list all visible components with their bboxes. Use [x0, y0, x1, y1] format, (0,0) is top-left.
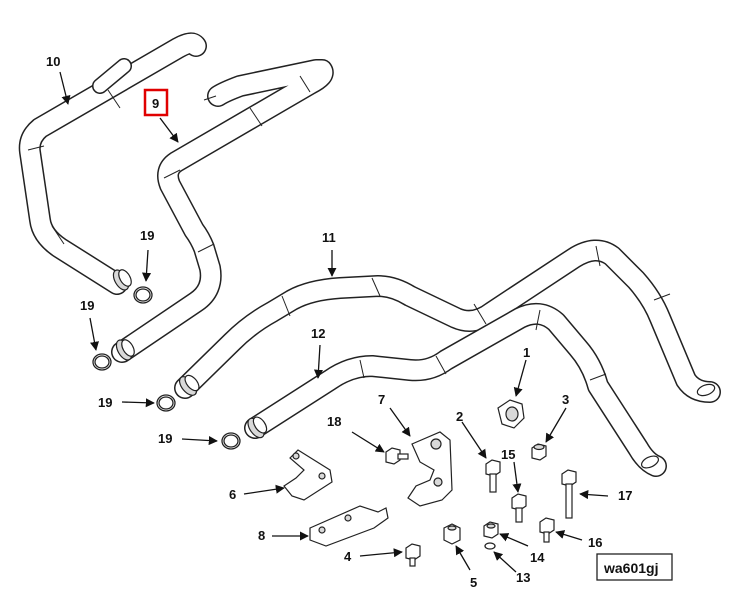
- callout-4: 4: [344, 549, 352, 564]
- callout-19-mid: 19: [98, 395, 112, 410]
- o-ring: [92, 353, 112, 371]
- bolt-part-15: [511, 493, 527, 523]
- callout-9-highlight-box: [143, 88, 169, 117]
- callout-15: 15: [501, 447, 515, 462]
- bolt-part-17: [561, 469, 577, 519]
- bolt-part-4: [405, 543, 421, 567]
- o-ring: [133, 286, 153, 304]
- pipe-11: [174, 239, 721, 403]
- bolt-part-18: [385, 447, 409, 465]
- pipe-12: [244, 302, 667, 477]
- callout-10: 10: [46, 54, 60, 69]
- callout-7: 7: [378, 392, 385, 407]
- spacer-part-5: [443, 523, 461, 545]
- drawing-id-box: [596, 553, 673, 581]
- bolt-part-2: [485, 459, 501, 493]
- callout-19-low: 19: [158, 431, 172, 446]
- o-ring: [221, 432, 241, 450]
- nut-part-14: [483, 521, 499, 539]
- callout-19-top: 19: [140, 228, 154, 243]
- callout-12: 12: [311, 326, 325, 341]
- bracket-part-7: [407, 431, 453, 507]
- callout-13: 13: [516, 570, 530, 585]
- callout-6: 6: [229, 487, 236, 502]
- o-ring: [156, 394, 176, 412]
- callout-2: 2: [456, 409, 463, 424]
- callout-16: 16: [588, 535, 602, 550]
- bolt-part-16: [539, 517, 555, 543]
- callout-17: 17: [618, 488, 632, 503]
- bracket-part-8: [309, 505, 389, 547]
- callout-19-left: 19: [80, 298, 94, 313]
- callout-1: 1: [523, 345, 530, 360]
- callout-8: 8: [258, 528, 265, 543]
- washer-part-13: [484, 542, 496, 550]
- callout-14: 14: [530, 550, 545, 565]
- callout-5: 5: [470, 575, 477, 590]
- callout-9-highlighted: 9: [152, 96, 159, 111]
- callout-3: 3: [562, 392, 569, 407]
- nut-part-3: [531, 443, 547, 461]
- leader-lines: [59, 71, 609, 573]
- callout-11: 11: [322, 230, 336, 245]
- callout-18: 18: [327, 414, 341, 429]
- o-ring-group: [92, 286, 241, 450]
- drawing-id: wa601gj: [603, 560, 658, 576]
- pipe-9: [111, 59, 334, 363]
- bracket-part-6: [283, 449, 333, 501]
- clip-part-1: [497, 399, 525, 429]
- pipe-10: [18, 32, 207, 295]
